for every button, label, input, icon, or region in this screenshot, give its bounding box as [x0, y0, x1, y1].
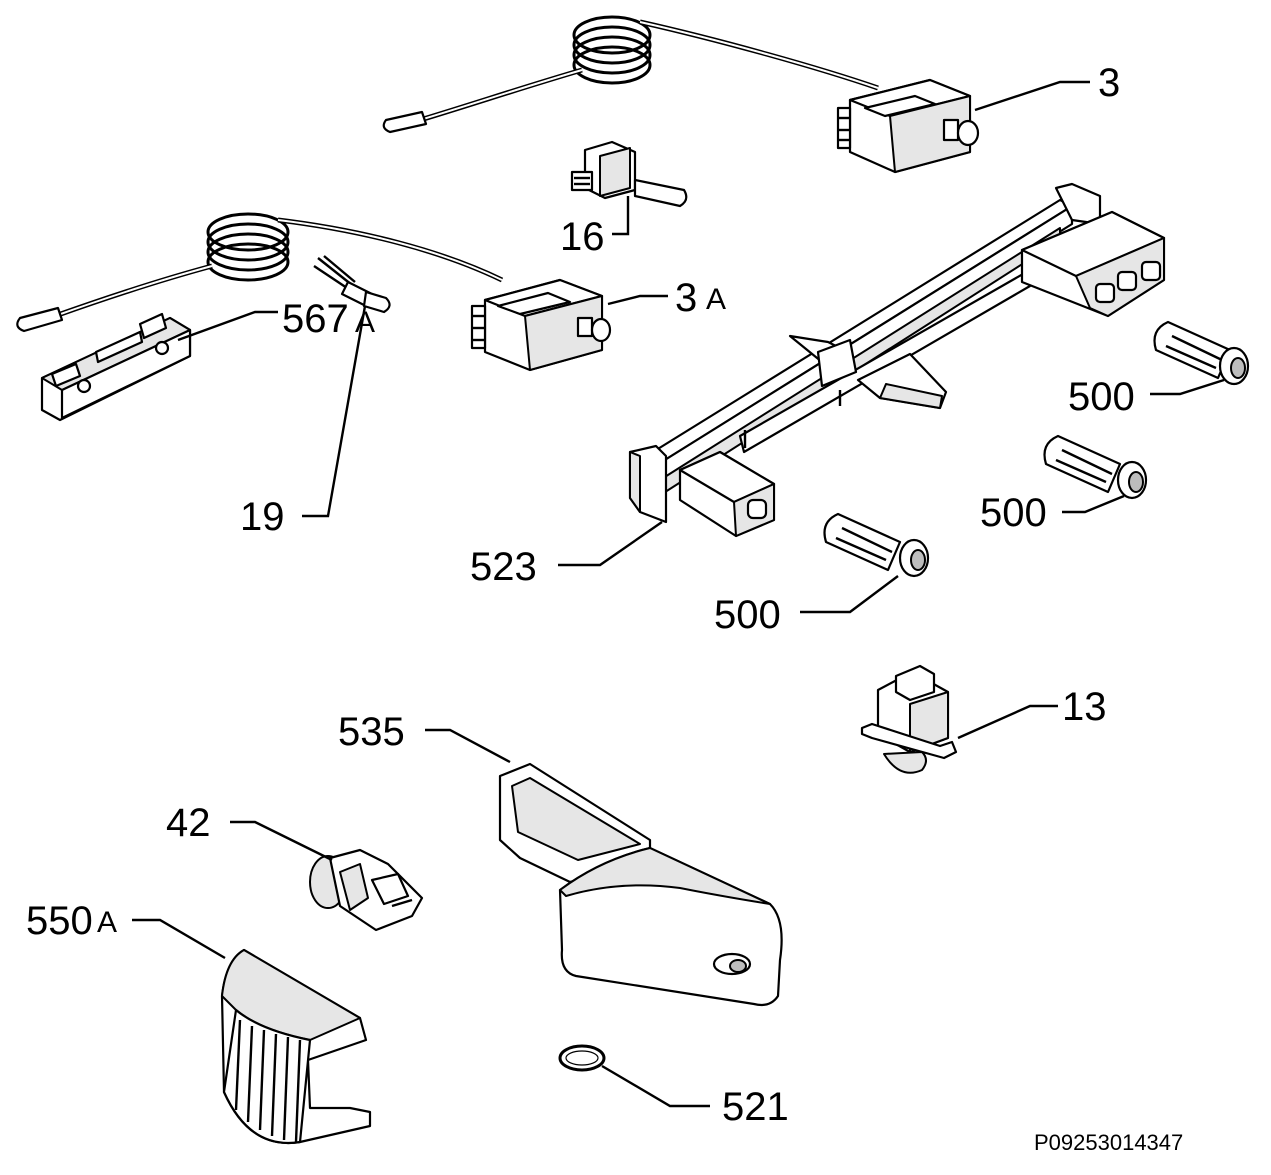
- ring-521: [558, 1044, 606, 1072]
- lamp-19: [313, 255, 391, 314]
- label-16: 16: [560, 215, 605, 259]
- frame-523: [628, 182, 1166, 538]
- lamp-socket-42: [309, 848, 424, 932]
- leader-line-523: [558, 521, 663, 567]
- label-500-lower: 500: [714, 593, 781, 637]
- leader-line-500-lower: [800, 575, 899, 614]
- label-523: 523: [470, 545, 537, 589]
- label-567a-number: 567: [282, 297, 349, 341]
- leader-line-3: [974, 80, 1090, 112]
- thermostat-3a-body: [470, 278, 604, 372]
- label-500-middle: 500: [980, 491, 1047, 535]
- thermostat-3a-shaft: [576, 316, 612, 343]
- label-500-top: 500: [1068, 375, 1135, 419]
- label-550a-number: 550: [26, 899, 93, 943]
- leader-line-500-top: [1150, 378, 1225, 396]
- label-19: 19: [240, 495, 285, 539]
- label-3a-letter: A: [706, 283, 726, 316]
- label-550a-letter: A: [97, 906, 117, 939]
- insert-500-lower: [823, 512, 930, 578]
- leader-line-16: [612, 196, 630, 236]
- leader-line-3a: [607, 294, 668, 306]
- leader-line-535: [425, 728, 511, 764]
- leader-line-521: [601, 1064, 710, 1108]
- drawing-code: P09253014347: [1034, 1130, 1183, 1155]
- label-535: 535: [338, 710, 405, 754]
- leader-line-550a: [132, 918, 226, 960]
- capillary-coil: [572, 15, 652, 85]
- label-3: 3: [1098, 61, 1120, 105]
- sensor-bulb: [382, 110, 428, 134]
- thermostat-3a: [16, 212, 612, 372]
- cap-550a: [220, 948, 372, 1145]
- thermostat-body: [836, 78, 972, 174]
- insert-500-top: [1153, 320, 1250, 386]
- label-521: 521: [722, 1085, 789, 1129]
- label-13: 13: [1062, 685, 1107, 729]
- sensor-bulb-3a: [16, 306, 64, 333]
- thermostat-shaft: [942, 118, 980, 147]
- thermostat-3: [382, 15, 980, 174]
- leader-line-500-middle: [1062, 494, 1125, 514]
- label-3a-number: 3: [675, 276, 697, 320]
- leader-line-42: [230, 820, 333, 862]
- capillary-coil-3a: [206, 212, 290, 282]
- switch-13: [860, 664, 958, 774]
- leader-line-19: [302, 305, 367, 518]
- leader-line-13: [957, 704, 1058, 740]
- insert-500-middle: [1043, 434, 1148, 500]
- label-42: 42: [166, 801, 211, 845]
- switch-16: [570, 140, 688, 208]
- leader-line-567a: [177, 310, 278, 342]
- cover-535: [498, 762, 783, 1007]
- bracket-567a: [40, 312, 192, 422]
